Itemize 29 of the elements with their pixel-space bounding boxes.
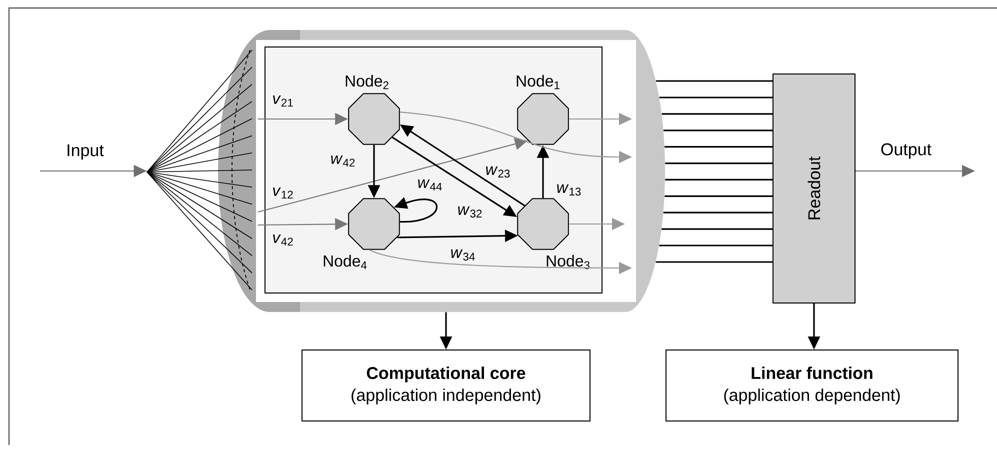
edge-label: w$_{23}$ <box>486 166 510 178</box>
text-box: Computational core (application independent) <box>302 350 590 422</box>
connector-line <box>665 162 772 164</box>
connector-line <box>665 178 772 180</box>
edge-label: w$_{44}$ <box>418 179 442 191</box>
node-label: Node$_{4}$ <box>324 254 367 270</box>
connector-line <box>656 80 772 82</box>
connector-line <box>664 195 772 197</box>
connector-line <box>656 261 772 263</box>
edge-label: Output <box>881 143 932 159</box>
text-box: Linear function (application dependent) <box>666 350 958 422</box>
edge-label: w$_{32}$ <box>458 206 482 218</box>
edge-label: w$_{42}$ <box>331 155 355 167</box>
edge-label: v$_{21}$ <box>273 95 293 107</box>
connector-line <box>664 146 772 148</box>
readout-box: Readout <box>772 74 856 304</box>
connector-line <box>659 244 772 246</box>
edge-label: v$_{42}$ <box>273 234 293 246</box>
edge-label: w$_{13}$ <box>557 184 581 196</box>
connector-line <box>662 228 772 230</box>
connector-line <box>664 130 772 132</box>
connector-line <box>662 113 772 115</box>
node-label: Node$_{1}$ <box>516 74 560 90</box>
connector-line <box>663 212 772 214</box>
node-label: Node$_{2}$ <box>346 74 388 90</box>
connector-line <box>659 96 772 98</box>
edge-label: v$_{12}$ <box>273 187 293 199</box>
edge-label: w$_{34}$ <box>451 249 475 261</box>
edge-label: Input <box>68 144 104 160</box>
